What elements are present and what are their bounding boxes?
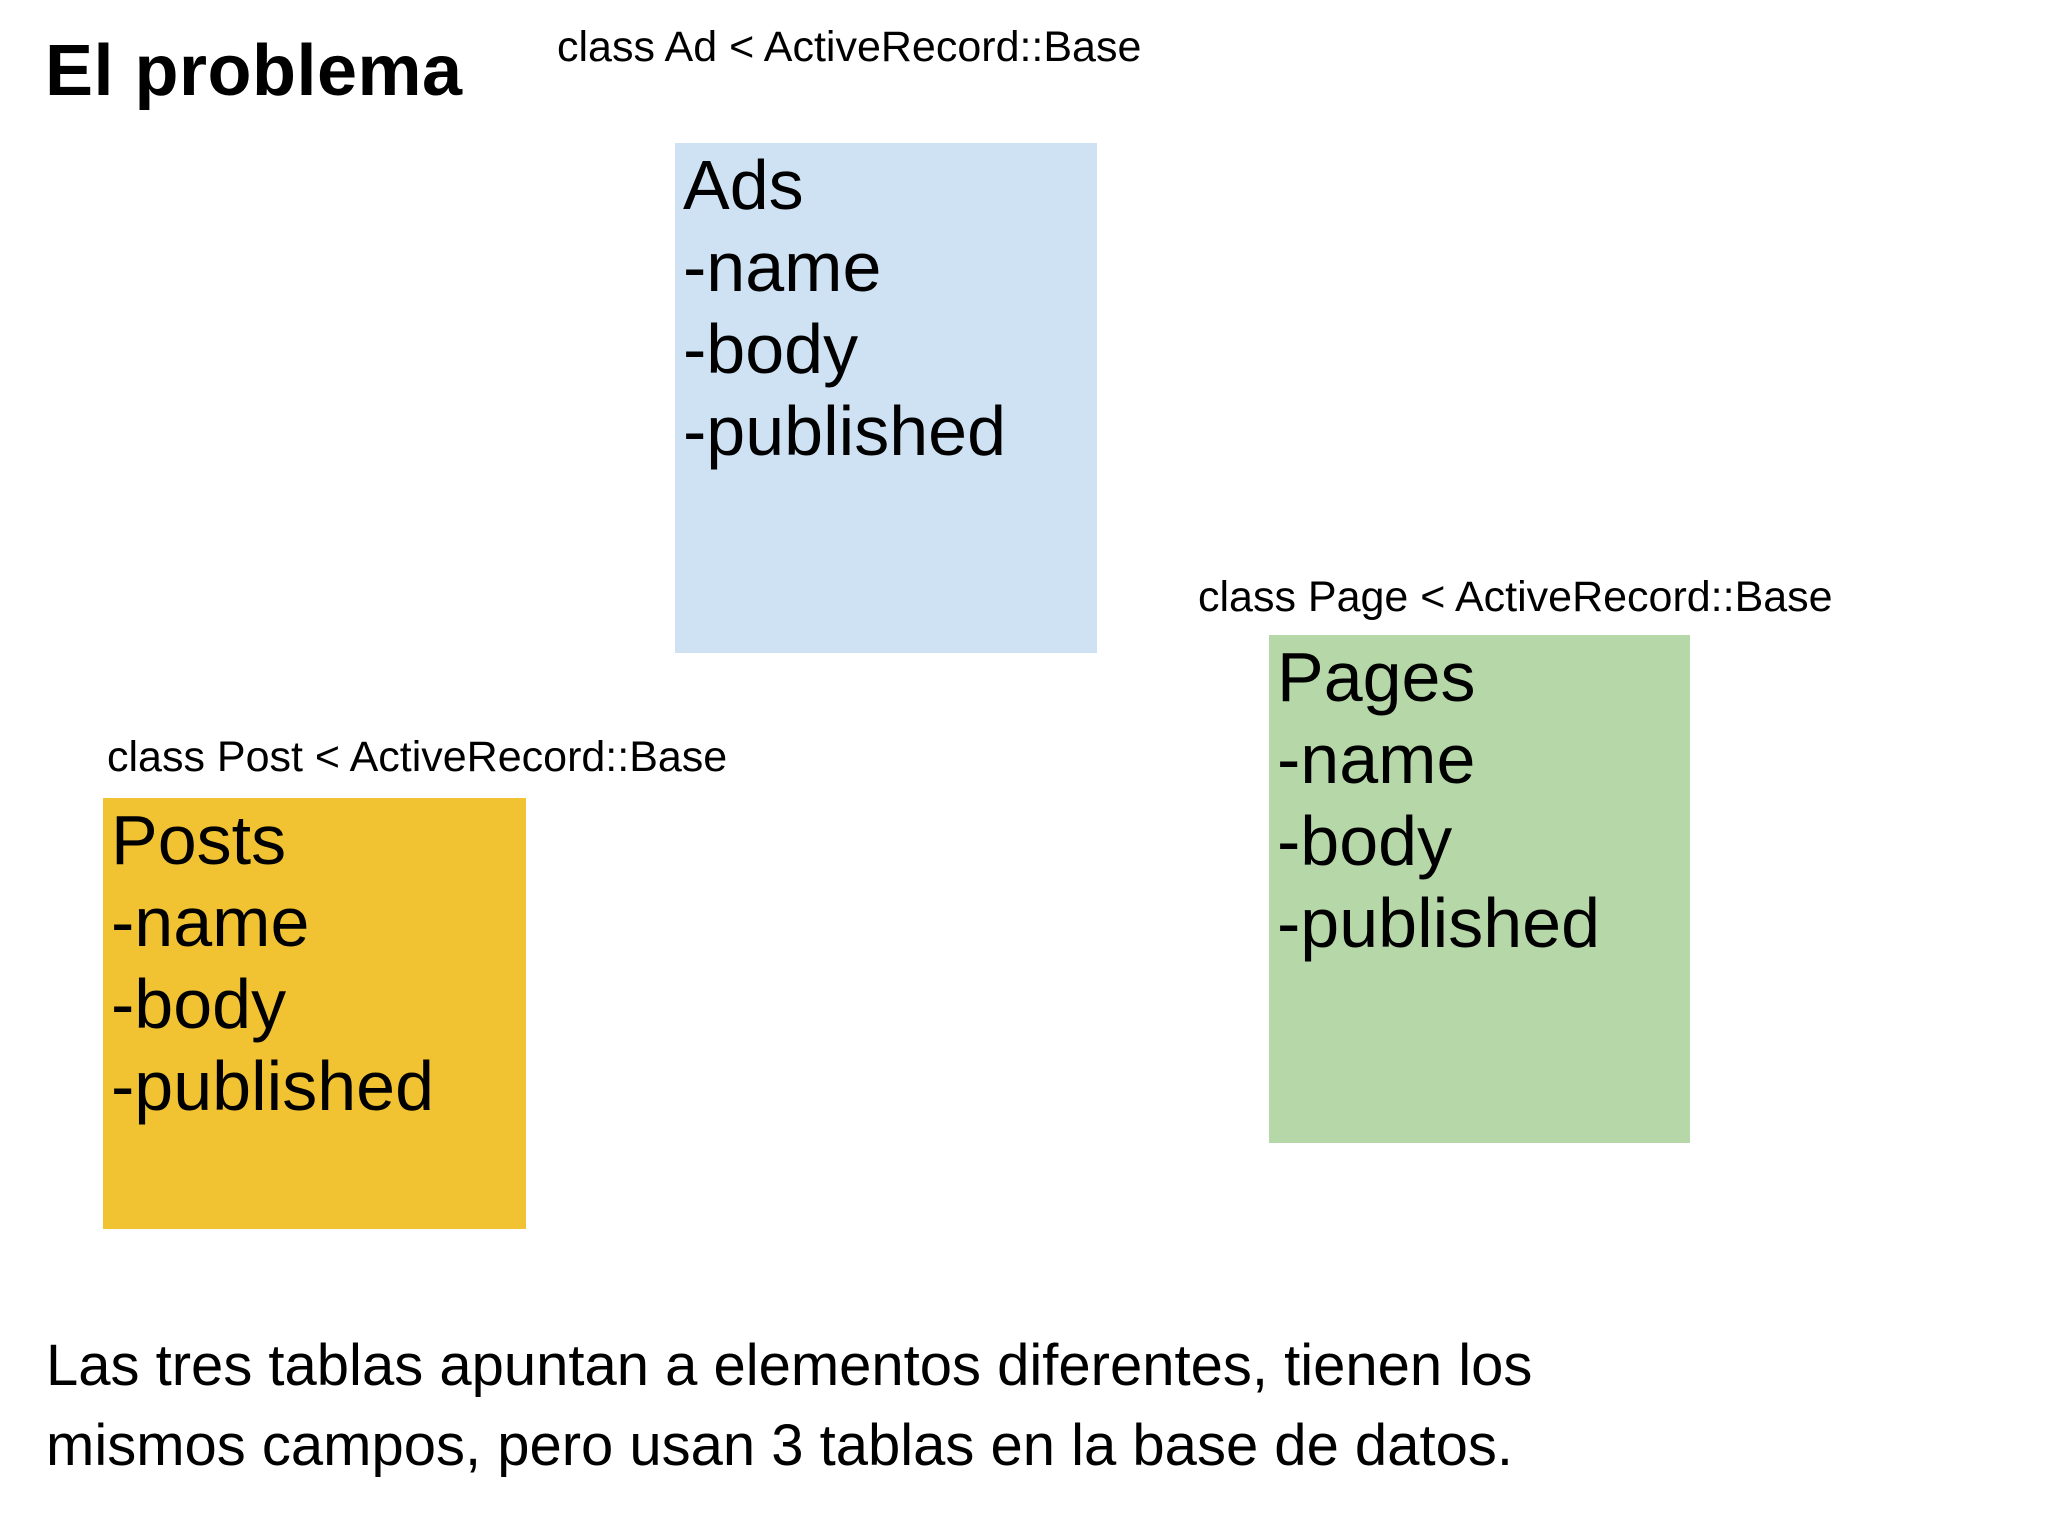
ads-table-title: Ads — [683, 146, 804, 224]
ads-field-name: -name — [683, 227, 882, 306]
page-title: El problema — [45, 31, 463, 111]
posts-table-title: Posts — [111, 801, 287, 879]
pages-field-name: -name — [1277, 719, 1476, 798]
ads-table-box: Ads -name -body -published — [675, 143, 1097, 653]
pages-table-box: Pages -name -body -published — [1269, 635, 1690, 1143]
footer-summary-text: Las tres tablas apuntan a elementos dife… — [46, 1326, 1836, 1486]
pages-table-title: Pages — [1277, 638, 1476, 716]
posts-field-name: -name — [111, 882, 310, 961]
footer-line-1: Las tres tablas apuntan a elementos dife… — [46, 1333, 1533, 1398]
class-ad-code-label: class Ad < ActiveRecord::Base — [557, 23, 1142, 71]
posts-field-published: -published — [111, 1046, 434, 1125]
class-post-code-label: class Post < ActiveRecord::Base — [107, 733, 728, 781]
pages-field-published: -published — [1277, 883, 1600, 962]
posts-table-box: Posts -name -body -published — [103, 798, 526, 1229]
posts-field-body: -body — [111, 964, 287, 1043]
ads-field-body: -body — [683, 309, 859, 388]
footer-line-2: mismos campos, pero usan 3 tablas en la … — [46, 1413, 1513, 1478]
pages-field-body: -body — [1277, 801, 1453, 880]
class-page-code-label: class Page < ActiveRecord::Base — [1198, 573, 1833, 621]
ads-field-published: -published — [683, 391, 1006, 470]
